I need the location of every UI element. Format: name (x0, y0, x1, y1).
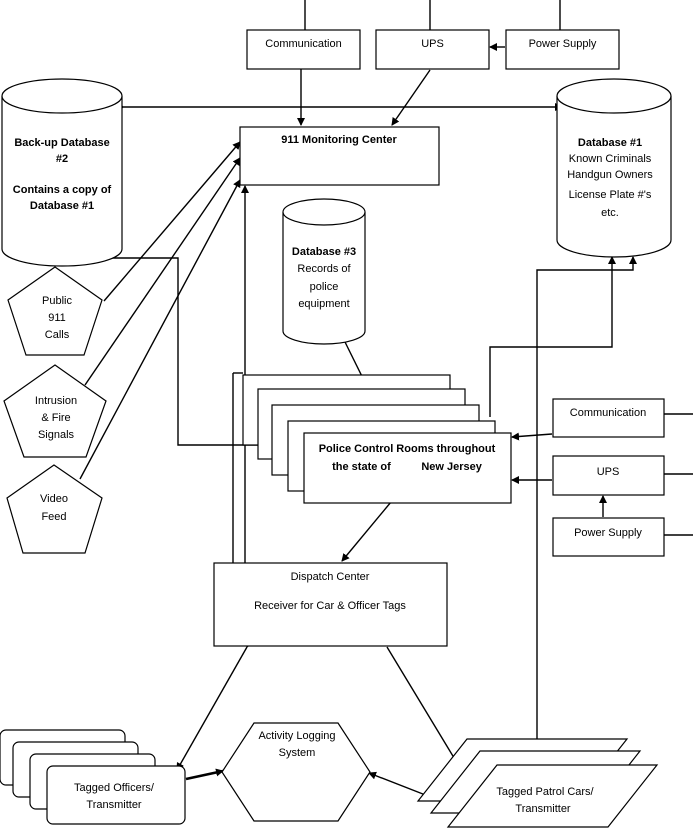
intrusion-fire-line-2: & Fire (41, 412, 70, 424)
backup-db-line-4: Contains a copy of (13, 184, 112, 196)
tagged-patrol-line-2: Transmitter (515, 803, 571, 815)
arrow-patrol-to-db1 (536, 256, 637, 765)
communication-right-label: Communication (570, 407, 646, 419)
backup-database-cylinder: Back-up Database #2 Contains a copy of D… (1, 78, 123, 267)
police-room-front (303, 432, 512, 504)
arrow-police-to-db1 (489, 256, 616, 417)
intrusion-fire-pentagon: Intrusion & Fire Signals (3, 364, 107, 458)
ups-right-label: UPS (597, 466, 620, 478)
database3-line-3: police (310, 281, 339, 293)
police-control-line-1: Police Control Rooms throughout (319, 443, 496, 455)
database3-cylinder: Database #3 Records of police equipment (282, 198, 366, 345)
backup-db-line-5: Database #1 (30, 200, 94, 212)
dispatch-center-box: Dispatch Center Receiver for Car & Offic… (213, 562, 448, 647)
video-feed-pentagon: Video Feed (6, 464, 103, 554)
tagged-patrol-stack: Tagged Patrol Cars/ Transmitter (416, 738, 659, 828)
communication-box-right: Communication (552, 398, 665, 438)
intrusion-fire-line-1: Intrusion (35, 395, 77, 407)
database3-line-2: Records of (297, 263, 351, 275)
video-feed-line-1: Video (40, 493, 68, 505)
nodes: Communication UPS Power Supply Back-up D… (0, 29, 672, 828)
public-911-line-3: Calls (45, 329, 70, 341)
arrow-dispatch-to-patrol (386, 646, 466, 777)
communication-top-label: Communication (265, 38, 341, 50)
backup-db-line-2: #2 (56, 153, 68, 165)
police-control-line-2: the state of New Jersey (332, 461, 483, 473)
arrow-public911-to-monitoring (103, 141, 241, 302)
arrow-police-dispatch (341, 494, 399, 562)
public-911-pentagon: Public 911 Calls (7, 266, 103, 356)
officers-front (46, 765, 186, 825)
arrow-backup-to-police (77, 254, 289, 449)
database3-line-4: equipment (298, 298, 349, 310)
ups-box-right: UPS (552, 455, 665, 496)
database1-line-1: Database #1 (578, 137, 642, 149)
database1-line-3: Handgun Owners (567, 169, 653, 181)
dispatch-line-1: Dispatch Center (291, 571, 370, 583)
arrow-patrol-to-logging (368, 771, 429, 797)
database1-line-4: License Plate #'s (569, 189, 652, 201)
monitoring-center-box: 911 Monitoring Center (239, 126, 440, 186)
database1-line-5: etc. (601, 207, 619, 219)
tagged-patrol-line-1: Tagged Patrol Cars/ (496, 786, 594, 798)
ups-box-top: UPS (375, 29, 490, 70)
database1-cylinder: Database #1 Known Criminals Handgun Owne… (556, 78, 672, 258)
arrow-ups-to-monitoring (391, 69, 431, 126)
video-feed-line-2: Feed (41, 511, 66, 523)
arrow-officers-to-logging (185, 768, 224, 781)
ups-top-label: UPS (421, 38, 444, 50)
backup-db-line-1: Back-up Database (14, 137, 109, 149)
database3-line-1: Database #3 (292, 246, 356, 258)
power-supply-box-top: Power Supply (505, 29, 620, 70)
tagged-officers-line-2: Transmitter (86, 799, 142, 811)
intrusion-fire-line-3: Signals (38, 429, 75, 441)
communication-box-top: Communication (246, 29, 361, 70)
power-supply-box-right: Power Supply (552, 517, 665, 557)
power-supply-right-label: Power Supply (574, 527, 642, 539)
police-control-rooms-stack: Police Control Rooms throughout the stat… (242, 374, 512, 504)
arrow-communication-to-police (511, 432, 553, 441)
monitoring-center-label: 911 Monitoring Center (281, 134, 397, 146)
dispatch-line-3: Receiver for Car & Officer Tags (254, 600, 406, 612)
activity-logging-line-1: Activity Logging (258, 730, 335, 742)
tagged-officers-stack: Tagged Officers/ Transmitter (0, 729, 186, 825)
activity-logging-hexagon: Activity Logging System (221, 722, 371, 822)
database1-line-2: Known Criminals (569, 153, 652, 165)
public-911-line-1: Public (42, 295, 72, 307)
patrol-front (446, 764, 659, 828)
connectors (77, 0, 693, 797)
tagged-officers-line-1: Tagged Officers/ (74, 782, 155, 794)
arrow-dispatch-officers (176, 638, 254, 771)
activity-logging-line-2: System (279, 747, 316, 759)
public-911-line-2: 911 (48, 312, 66, 324)
power-supply-top-label: Power Supply (529, 38, 597, 50)
